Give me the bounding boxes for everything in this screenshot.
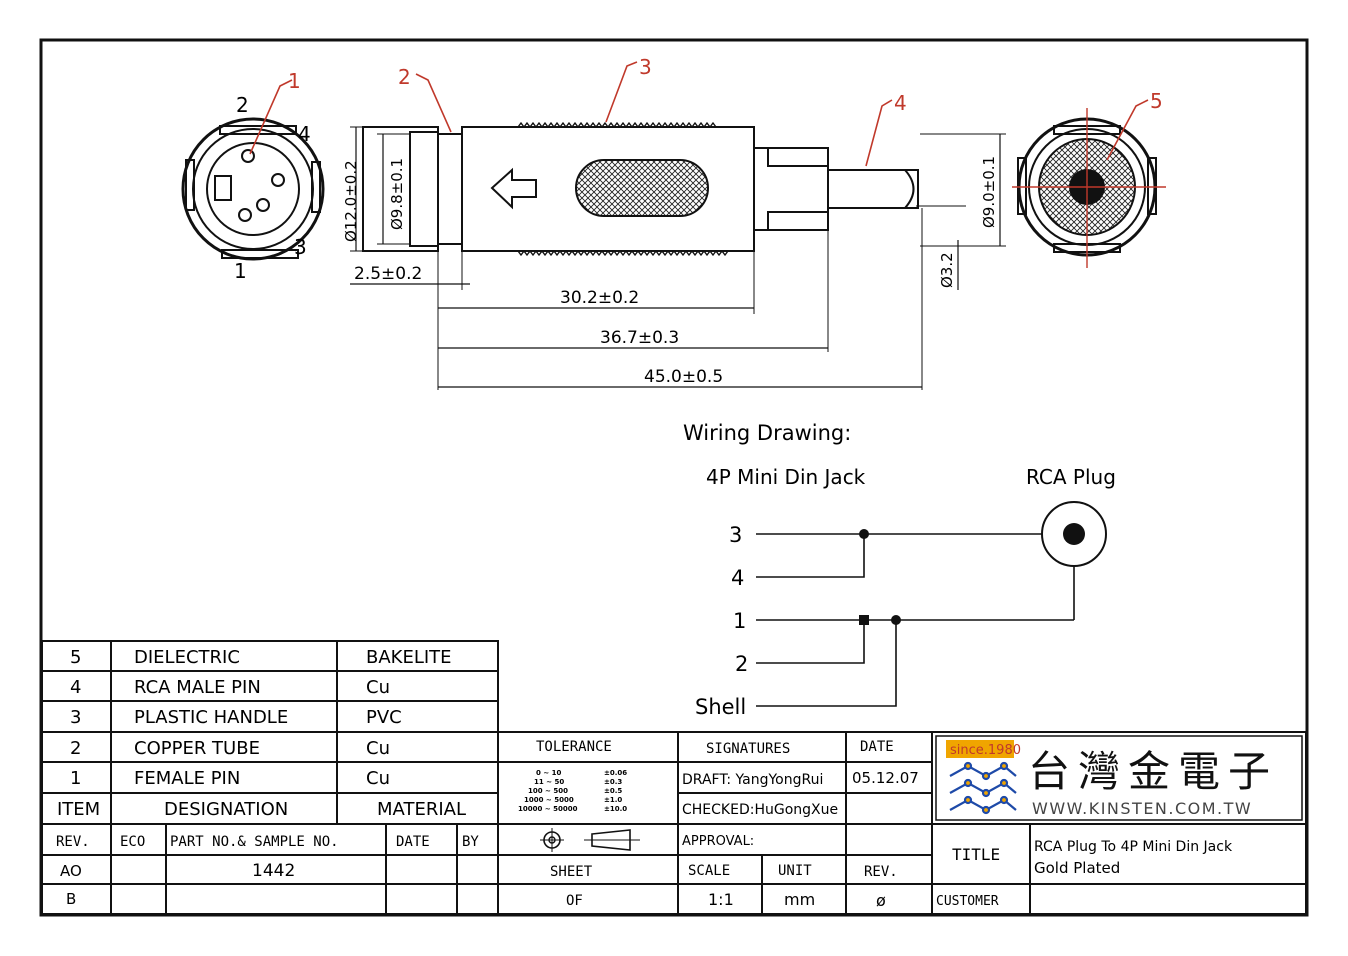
- rev-row-1-rev: AO: [60, 862, 82, 880]
- rev-header-part: PART NO.& SAMPLE NO.: [170, 834, 339, 850]
- knurl-top: [517, 121, 717, 129]
- logo-graphic-icon: [949, 761, 1017, 815]
- revision-table: REV. ECO PART NO.& SAMPLE NO. DATE BY AO…: [41, 823, 499, 915]
- approval-label: APPROVAL:: [682, 834, 754, 849]
- bom-header-item: ITEM: [57, 799, 100, 820]
- dim-dia-outer: Ø12.0±0.2: [342, 160, 360, 242]
- wire-pin-4: 4: [731, 566, 744, 590]
- projection-symbol-icon: [540, 828, 640, 852]
- bom-header-designation: DESIGNATION: [164, 799, 288, 820]
- knurl-bottom: [517, 249, 729, 257]
- side-view: 2 3 4 Ø12.0±0.2 Ø9.8±0.1 Ø9.0±0.1 Ø3.2 2…: [342, 55, 1006, 390]
- logo-since: since.1980: [950, 743, 1021, 758]
- rev-row-2-rev: B: [66, 890, 76, 908]
- dim-dia-inner: Ø9.8±0.1: [388, 158, 406, 230]
- dim-dia-right: Ø9.0±0.1: [980, 156, 998, 228]
- bom-material-1: Cu: [366, 768, 390, 789]
- svg-text:10000 ~ 50000: 10000 ~ 50000: [518, 805, 578, 813]
- bom-material-3: PVC: [366, 707, 402, 728]
- date-label: DATE: [860, 739, 894, 755]
- wire-pin-3: 3: [729, 523, 742, 547]
- sheet-label: SHEET: [550, 864, 593, 880]
- dim-len-tube: 36.7±0.3: [600, 328, 679, 348]
- front-pin-1: 1: [234, 259, 247, 283]
- bom-item-1: 1: [70, 768, 81, 789]
- callout-5: 5: [1150, 89, 1163, 113]
- title-label: TITLE: [952, 845, 1000, 864]
- svg-text:±10.0: ±10.0: [604, 805, 627, 813]
- bom-table: 5 DIELECTRIC BAKELITE 4 RCA MALE PIN Cu …: [41, 640, 499, 825]
- wire-pin-2: 2: [735, 652, 748, 676]
- bom-material-2: Cu: [366, 738, 390, 759]
- callout-3: 3: [639, 55, 652, 79]
- wire-pin-shell: Shell: [695, 695, 746, 719]
- draft-date: 05.12.07: [852, 769, 919, 787]
- scale-value: 1:1: [708, 890, 734, 909]
- svg-text:100 ~ 500: 100 ~ 500: [528, 787, 568, 795]
- dim-len-body: 30.2±0.2: [560, 288, 639, 308]
- bom-designation-2: COPPER TUBE: [134, 738, 260, 759]
- svg-text:11 ~ 50: 11 ~ 50: [534, 778, 564, 786]
- front-pin-3: 3: [294, 235, 307, 259]
- direction-arrow-icon: [490, 167, 537, 210]
- rev-header-eco: ECO: [120, 834, 145, 850]
- bom-item-5: 5: [70, 647, 81, 668]
- bom-designation-4: RCA MALE PIN: [134, 677, 261, 698]
- front-pin-2: 2: [236, 93, 249, 117]
- draft-signature: DRAFT: YangYongRui: [682, 772, 823, 788]
- wiring-right-label: RCA Plug: [1026, 465, 1116, 489]
- wire-pin-1: 1: [733, 609, 746, 633]
- dim-dia-pin: Ø3.2: [938, 252, 956, 288]
- unit-label: UNIT: [778, 863, 812, 879]
- bom-item-2: 2: [70, 738, 81, 759]
- callout-2: 2: [398, 65, 411, 89]
- bom-material-5: BAKELITE: [366, 647, 452, 668]
- svg-text:1000 ~ 5000: 1000 ~ 5000: [524, 796, 574, 804]
- signatures-label: SIGNATURES: [706, 741, 790, 757]
- svg-text:±1.0: ±1.0: [604, 796, 622, 804]
- wiring-left-label: 4P Mini Din Jack: [706, 465, 866, 489]
- logo-url: WWW.KINSTEN.COM.TW: [1032, 799, 1252, 818]
- front-view: 2 4 3 1 1: [181, 69, 325, 283]
- customer-label: CUSTOMER: [936, 894, 999, 909]
- rev-label: REV.: [864, 864, 898, 880]
- rev-header-date: DATE: [396, 834, 430, 850]
- dim-len-flange: 2.5±0.2: [354, 264, 422, 284]
- bom-material-4: Cu: [366, 677, 390, 698]
- rev-header-by: BY: [462, 834, 479, 850]
- bom-designation-3: PLASTIC HANDLE: [134, 707, 288, 728]
- tolerance-label: TOLERANCE: [536, 739, 612, 755]
- title-block: TOLERANCE 0 ~ 10 ±0.06 11 ~ 50 ±0.3 100 …: [497, 731, 1307, 915]
- rev-header-rev: REV.: [56, 834, 90, 850]
- unit-value: mm: [784, 890, 815, 909]
- rev-value: ø: [876, 891, 886, 910]
- bom-item-3: 3: [70, 707, 81, 728]
- svg-text:±0.3: ±0.3: [604, 778, 622, 786]
- end-view: 5: [1012, 89, 1166, 268]
- scale-label: SCALE: [688, 863, 730, 879]
- drawing-title-line2: Gold Plated: [1034, 859, 1120, 877]
- logo-name: 台灣金電子: [1028, 747, 1278, 796]
- svg-text:0 ~ 10: 0 ~ 10: [536, 769, 561, 777]
- bom-header-material: MATERIAL: [377, 799, 466, 820]
- svg-text:±0.5: ±0.5: [604, 787, 622, 795]
- front-pin-4: 4: [298, 122, 311, 146]
- wiring-drawing: Wiring Drawing: 4P Mini Din Jack RCA Plu…: [683, 421, 1116, 719]
- drawing-title-line1: RCA Plug To 4P Mini Din Jack: [1034, 839, 1233, 855]
- svg-text:±0.06: ±0.06: [604, 769, 627, 777]
- callout-4: 4: [894, 91, 907, 115]
- bom-designation-1: FEMALE PIN: [134, 768, 240, 789]
- checked-signature: CHECKED:HuGongXue: [682, 802, 838, 818]
- company-logo: since.1980 台灣金電子 WWW.KINSTEN.COM.TW: [935, 735, 1303, 821]
- tolerance-table: 0 ~ 10 ±0.06 11 ~ 50 ±0.3 100 ~ 500 ±0.5…: [518, 769, 627, 813]
- of-label: OF: [566, 893, 583, 909]
- wiring-title: Wiring Drawing:: [683, 421, 851, 445]
- dim-len-total: 45.0±0.5: [644, 367, 723, 387]
- callout-1: 1: [288, 69, 301, 93]
- bom-item-4: 4: [70, 677, 81, 698]
- bom-designation-5: DIELECTRIC: [134, 647, 240, 668]
- rev-row-1-part: 1442: [252, 861, 295, 881]
